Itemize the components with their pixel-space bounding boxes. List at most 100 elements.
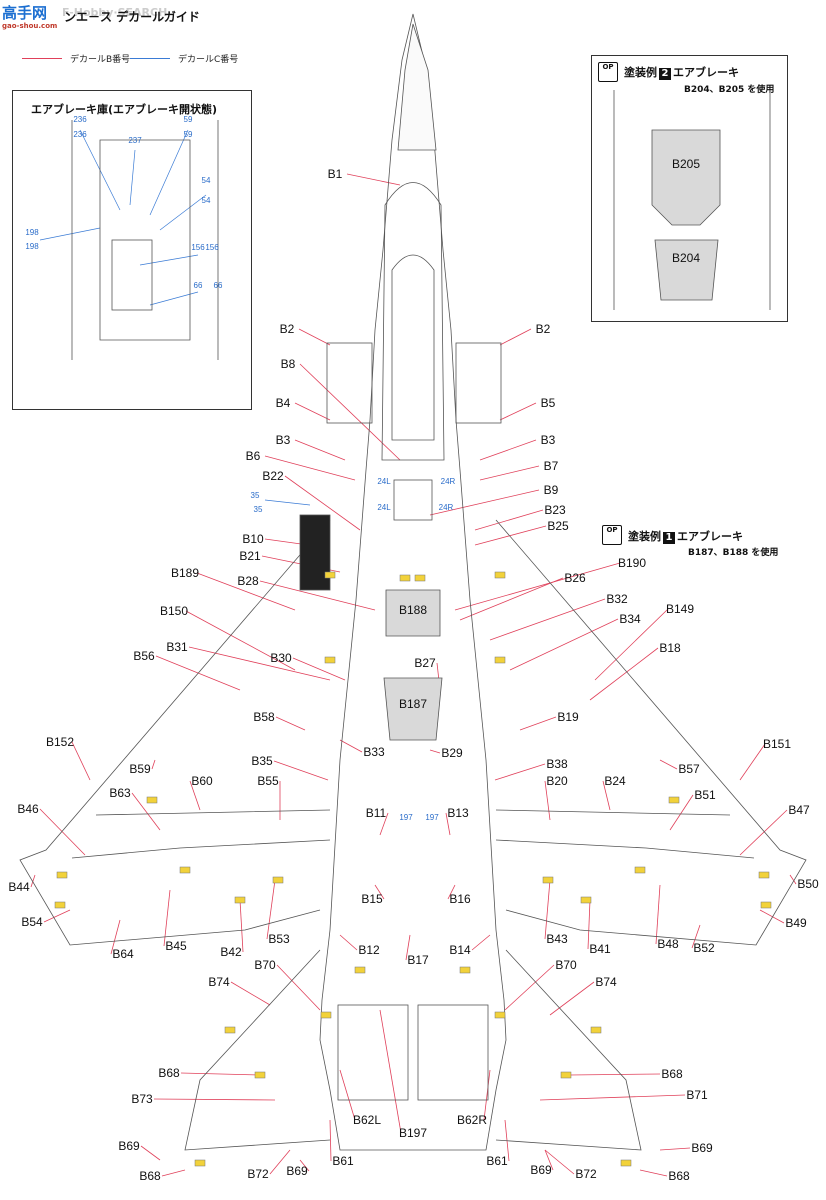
- decal-marker: [414, 574, 426, 582]
- c-label: 35: [254, 505, 263, 514]
- wing-right-panel: [495, 809, 755, 859]
- aircraft-outline: [19, 13, 807, 1167]
- brake-bay-leader: [149, 291, 199, 306]
- leader-line: [471, 934, 491, 951]
- leader-line: [539, 1094, 686, 1101]
- callout-b25: B25: [547, 519, 569, 533]
- scheme1-number: 1: [663, 532, 675, 544]
- leader-line: [405, 934, 411, 961]
- brake-bay-sketch: [71, 120, 219, 360]
- callout-b47: B47: [788, 803, 810, 817]
- decal-marker: [146, 796, 158, 804]
- leader-line: [230, 981, 271, 1006]
- nozzle-left: [337, 1004, 409, 1101]
- leader-line: [185, 610, 296, 671]
- decal-marker: [580, 896, 592, 904]
- decal-marker: [254, 1071, 266, 1079]
- callout-b22: B22: [262, 469, 284, 483]
- brake-bay-c-label: 66: [194, 281, 203, 290]
- leader-line: [549, 981, 595, 1016]
- callout-b72: B72: [247, 1167, 269, 1181]
- leader-line: [131, 792, 161, 831]
- leader-line: [339, 934, 358, 951]
- leader-line: [602, 780, 611, 811]
- leader-line: [30, 874, 36, 888]
- decal-marker: [324, 656, 336, 664]
- callout-b33: B33: [363, 745, 385, 759]
- decal-marker: [320, 1011, 332, 1019]
- leader-line: [294, 402, 331, 421]
- leader-line: [655, 884, 661, 945]
- brake-bay-detail: [111, 239, 153, 311]
- callout-b189: B189: [171, 566, 199, 580]
- decal-marker: [234, 896, 246, 904]
- decal-marker: [494, 1011, 506, 1019]
- callout-b152: B152: [46, 735, 74, 749]
- decal-marker: [459, 966, 471, 974]
- leader-line: [275, 716, 306, 731]
- op-icon: OP: [598, 62, 618, 82]
- brake-bay-c-label: 198: [25, 242, 39, 251]
- callout-b53: B53: [268, 932, 290, 946]
- callout-b69: B69: [118, 1139, 140, 1153]
- brake-bay-leader: [139, 254, 199, 266]
- callout-b69: B69: [530, 1163, 552, 1177]
- callout-b14: B14: [449, 943, 471, 957]
- leader-line: [544, 780, 551, 821]
- leader-line: [445, 812, 451, 836]
- brake-bay-c-label: 236: [73, 130, 87, 139]
- leader-line: [374, 884, 385, 900]
- scheme1-title-post: エアブレーキ: [677, 530, 743, 543]
- leader-line: [739, 743, 766, 781]
- leader-line: [276, 964, 321, 1011]
- callout-b68: B68: [158, 1066, 180, 1080]
- callout-b68: B68: [668, 1169, 690, 1183]
- leader-line: [196, 572, 296, 611]
- leader-line: [669, 794, 694, 831]
- callout-b31: B31: [166, 640, 188, 654]
- callout-b24: B24: [604, 774, 626, 788]
- brake-label-b204: B204: [672, 251, 700, 265]
- inset-brake-bay: エアブレーキ庫(エアブレーキ開状態): [12, 90, 252, 410]
- leader-line: [239, 899, 244, 953]
- leader-line: [499, 402, 537, 421]
- leader-line: [544, 1149, 554, 1171]
- leader-line: [483, 1069, 491, 1121]
- callout-b74: B74: [208, 975, 230, 989]
- callout-b69: B69: [286, 1164, 308, 1178]
- leader-line: [429, 489, 540, 516]
- leader-line: [474, 525, 547, 546]
- scheme2-title-pre: 塗装例: [624, 66, 657, 79]
- scheme2-fuselage: [613, 90, 771, 310]
- leader-line: [153, 1098, 276, 1101]
- callout-b61: B61: [486, 1154, 508, 1168]
- leader-line: [299, 1159, 310, 1172]
- c-label: 35: [251, 491, 260, 500]
- leader-line: [459, 577, 564, 621]
- air-brake-b187: [383, 677, 443, 741]
- callout-b48: B48: [657, 937, 679, 951]
- decal-marker: [179, 866, 191, 874]
- gun-bay-panel: [299, 514, 331, 591]
- callout-b28: B28: [237, 574, 259, 588]
- callout-b42: B42: [220, 945, 242, 959]
- leader-line: [509, 618, 619, 671]
- scheme1-title-pre: 塗装例: [628, 530, 661, 543]
- c-label: 24L: [377, 477, 391, 486]
- scheme2-title-post: エアブレーキ: [673, 66, 739, 79]
- brake-bay-c-label: 236: [73, 115, 87, 124]
- leader-line: [789, 874, 797, 885]
- leader-line: [474, 509, 544, 531]
- leader-line: [284, 475, 361, 531]
- callout-b62l: B62L: [353, 1113, 381, 1127]
- stab-left: [184, 949, 331, 1151]
- c-label: 24R: [441, 477, 456, 486]
- decal-marker: [620, 1159, 632, 1167]
- wing-left-panel: [71, 809, 331, 859]
- leader-line: [479, 439, 537, 461]
- decal-marker: [194, 1159, 206, 1167]
- leader-line: [659, 1147, 691, 1151]
- callout-b17: B17: [407, 953, 429, 967]
